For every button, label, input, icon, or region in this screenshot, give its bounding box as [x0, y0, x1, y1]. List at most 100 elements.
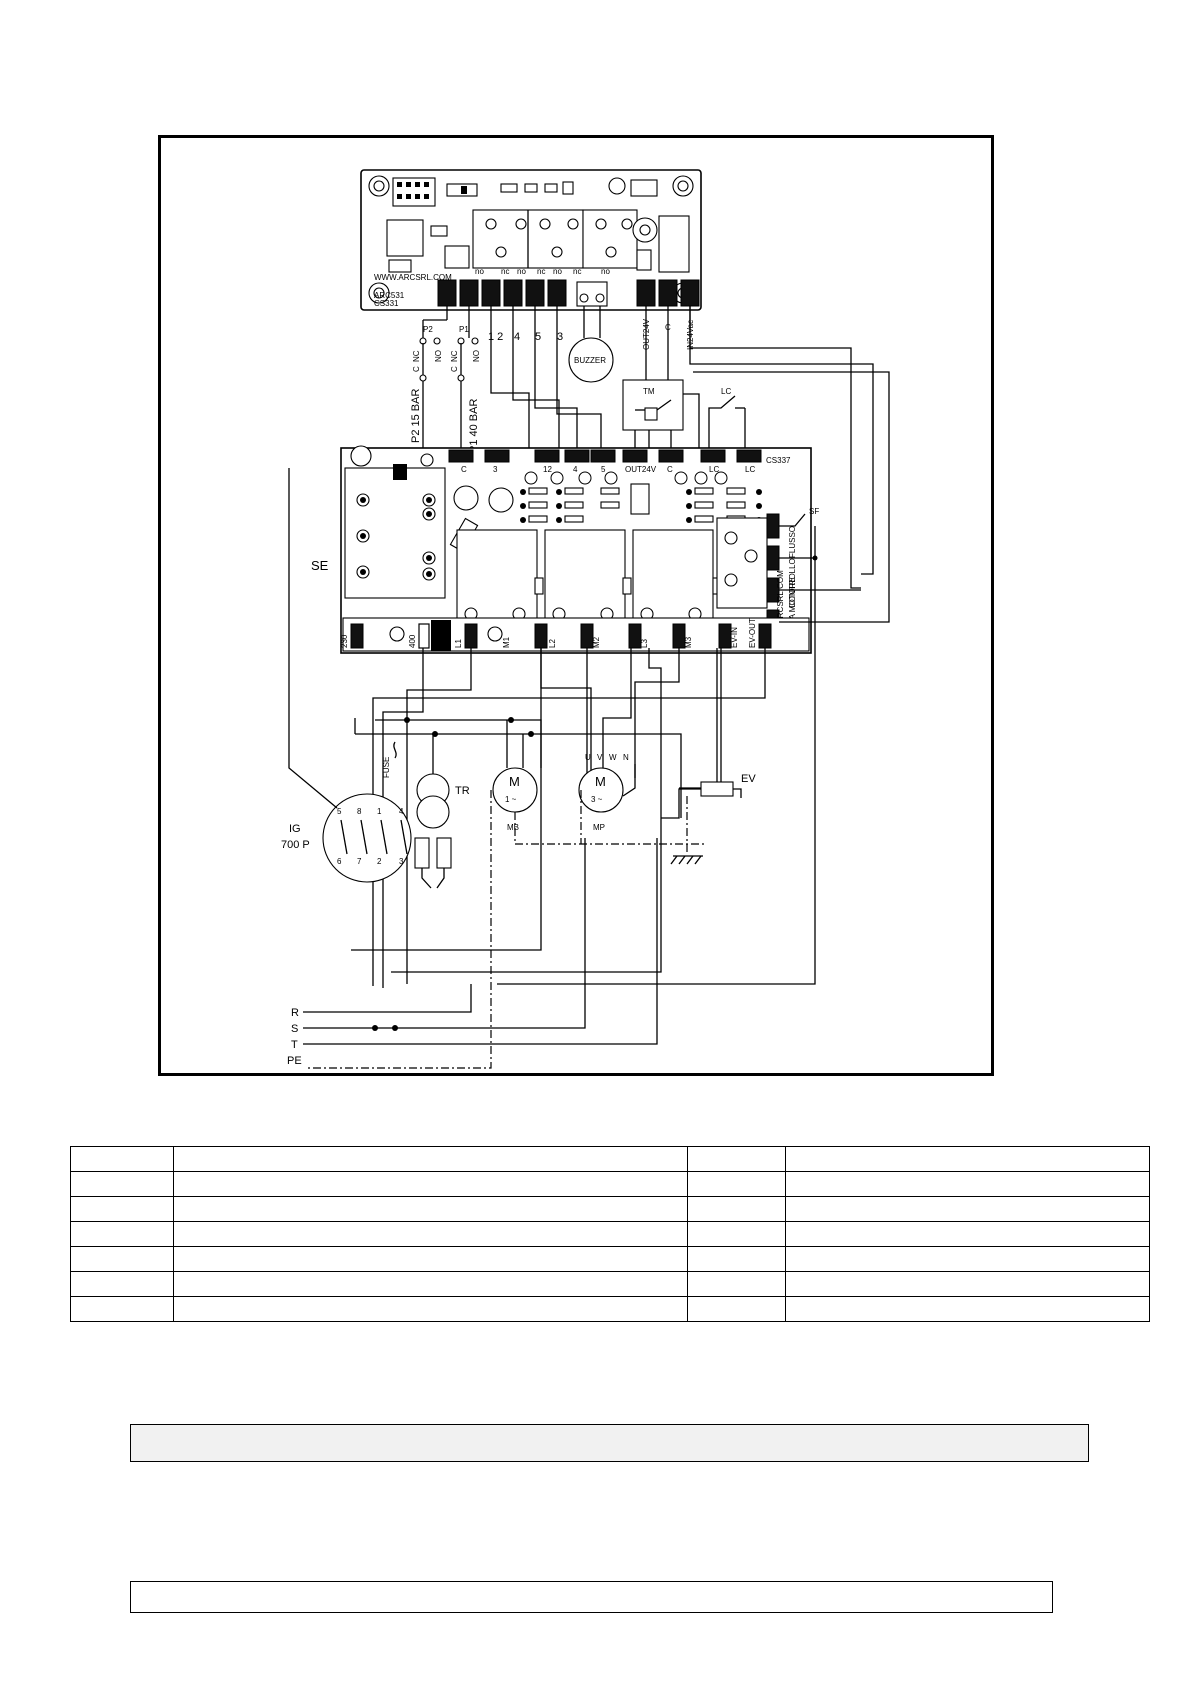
legend-row — [70, 1221, 1150, 1247]
p1-c-label: C — [450, 366, 459, 372]
relay-label-3: no — [517, 267, 526, 276]
thermostat-tm: TM — [622, 379, 684, 450]
mp-term-v: V — [597, 753, 603, 762]
bottom-label-l1: L1 — [454, 639, 463, 648]
relay-label-6: nc — [573, 267, 581, 276]
ev-label: EV — [741, 773, 756, 785]
ig-pin-7: 7 — [357, 857, 362, 866]
ig-pin-3: 3 — [399, 857, 404, 866]
legend-cell — [173, 1171, 688, 1197]
ig-pin-2: 2 — [377, 857, 382, 866]
p1-no-label: NO — [472, 350, 481, 362]
ig-label-line2: 700 P — [281, 839, 310, 851]
bottom-label-l3: L3 — [640, 639, 649, 648]
terminal-label-12: 1 2 — [488, 331, 503, 343]
bottom-label-m1: M1 — [502, 636, 511, 648]
legend-cell — [70, 1221, 174, 1247]
main-top-label-lc2: LC — [745, 465, 755, 474]
motor-mb: M 1 ~ MB — [492, 720, 538, 832]
main-top-label-lc1: LC — [709, 465, 719, 474]
main-top-label-4: 4 — [573, 465, 578, 474]
legend-cell — [70, 1271, 174, 1297]
mp-label: MP — [593, 823, 605, 832]
main-board-website: WWW.ARCSRL.COM — [776, 570, 785, 648]
terminal-label-3: 3 — [557, 331, 563, 343]
ig-pin-5: 5 — [337, 807, 342, 816]
legend-cell — [173, 1221, 688, 1247]
transformer-tr: TR — [414, 734, 470, 889]
main-board-model: CS337 — [766, 456, 791, 465]
mb-motor-phase: 1 ~ — [505, 795, 517, 804]
p2-label: P2 15 BAR — [410, 389, 422, 443]
supply-line-s: S — [291, 1023, 298, 1035]
top-control-board: WWW.ARCSRL.COM ARC531 CS331 no nc no nc … — [360, 169, 702, 311]
sf-label: SF — [809, 507, 819, 516]
legend-cell — [687, 1296, 786, 1322]
legend-cell — [70, 1196, 174, 1222]
legend-cell — [173, 1296, 688, 1322]
wiring-diagram-frame: WWW.ARCSRL.COM ARC531 CS331 no nc no nc … — [158, 135, 994, 1076]
terminal-label-4: 4 — [514, 331, 520, 343]
main-top-label-12: 12 — [543, 465, 552, 474]
legend-row — [70, 1146, 1150, 1172]
main-top-label-3: 3 — [493, 465, 498, 474]
legend-table — [70, 1146, 1150, 1322]
main-board: C 3 12 4 5 OUT24V C LC LC CS337 — [340, 445, 812, 654]
bottom-label-m2: M2 — [592, 636, 601, 648]
legend-row — [70, 1246, 1150, 1272]
bottom-label-l2: L2 — [548, 639, 557, 648]
legend-cell — [687, 1196, 786, 1222]
bottom-label-ev-in: EV-IN — [730, 627, 739, 648]
terminal-label-p2: P2 — [423, 325, 433, 334]
p1-label: P1 40 BAR — [468, 399, 480, 453]
ig-pin-6: 6 — [337, 857, 342, 866]
relay-label-7: no — [601, 267, 610, 276]
supply-lines: R S T PE — [287, 838, 658, 1067]
mp-term-u: U — [585, 753, 591, 762]
top-board-model-line1: ARC531 — [374, 291, 405, 300]
fuse-label: FUSE — [382, 757, 391, 778]
motor-mp: M 3 ~ MP U V W N — [578, 753, 636, 832]
se-label: SE — [311, 558, 329, 573]
legend-cell — [70, 1146, 174, 1172]
level-control-lc: LC — [708, 387, 746, 450]
legend-cell — [687, 1146, 786, 1172]
p1-nc-label: NC — [450, 350, 459, 362]
terminal-label-5: 5 — [535, 331, 541, 343]
relay-label-2: nc — [501, 267, 509, 276]
supply-line-pe: PE — [287, 1055, 302, 1067]
legend-cell — [785, 1296, 1150, 1322]
top-board-model-line2: CS331 — [374, 299, 399, 308]
legend-cell — [785, 1246, 1150, 1272]
relay-label-5: no — [553, 267, 562, 276]
p2-nc-label: NC — [412, 350, 421, 362]
legend-cell — [173, 1246, 688, 1272]
legend-cell — [687, 1271, 786, 1297]
legend-row — [70, 1296, 1150, 1322]
relay-label-1: no — [475, 267, 484, 276]
note-box-1 — [130, 1424, 1089, 1462]
legend-cell — [173, 1196, 688, 1222]
wiring-diagram: WWW.ARCSRL.COM ARC531 CS331 no nc no nc … — [281, 169, 890, 1069]
legend-cell — [70, 1246, 174, 1272]
p2-no-label: NO — [434, 350, 443, 362]
ig-pin-1: 1 — [377, 807, 382, 816]
solenoid-valve-ev: EV — [661, 648, 756, 819]
bottom-label-230: 230 — [340, 634, 349, 648]
legend-cell — [687, 1171, 786, 1197]
bottom-label-ev-out: EV-OUT — [748, 618, 757, 648]
supply-line-t: T — [291, 1039, 298, 1051]
legend-cell — [173, 1271, 688, 1297]
mb-motor-symbol: M — [509, 774, 520, 789]
bottom-label-400: 400 — [408, 634, 417, 648]
flow-switch-sf: SF — [497, 507, 819, 985]
legend-cell — [173, 1146, 688, 1172]
side-label-controllo: CONTROLLO — [788, 558, 797, 608]
mp-term-w: W — [609, 753, 617, 762]
legend-cell — [687, 1246, 786, 1272]
main-top-label-c: C — [461, 465, 467, 474]
mp-motor-symbol: M — [595, 774, 606, 789]
legend-cell — [785, 1171, 1150, 1197]
legend-row — [70, 1271, 1150, 1297]
side-label-termica: TERMICA MOTORE — [788, 577, 797, 650]
